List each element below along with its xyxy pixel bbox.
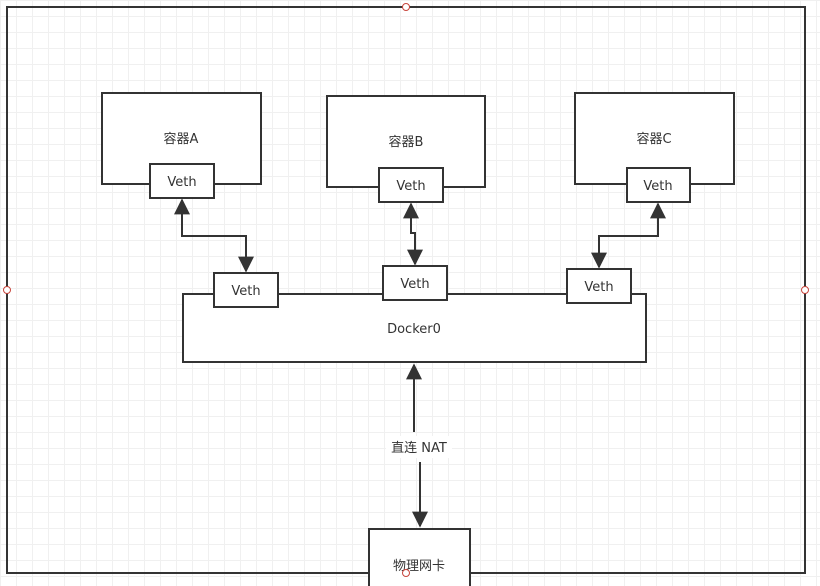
- container-c-veth[interactable]: Veth: [626, 167, 691, 203]
- bridge-veth-3[interactable]: Veth: [566, 268, 632, 304]
- bridge-veth-1-label: Veth: [231, 284, 260, 299]
- nat-label-bg: [386, 436, 452, 458]
- connector-b[interactable]: [403, 202, 423, 266]
- container-a-label: 容器A: [164, 131, 199, 147]
- resize-handle-right[interactable]: [801, 286, 809, 294]
- physical-nic[interactable]: 物理网卡: [368, 528, 471, 586]
- bridge-veth-1[interactable]: Veth: [213, 272, 279, 308]
- container-c-veth-label: Veth: [643, 179, 672, 194]
- container-c-label: 容器C: [636, 131, 671, 147]
- connector-c[interactable]: [591, 202, 666, 269]
- docker0-label: Docker0: [387, 322, 441, 337]
- physical-nic-label: 物理网卡: [393, 559, 445, 574]
- resize-handle-bottom[interactable]: [402, 569, 410, 577]
- container-a-veth[interactable]: Veth: [149, 163, 215, 199]
- nat-link-label: 直连 NAT: [391, 440, 447, 456]
- container-a-veth-label: Veth: [167, 175, 196, 190]
- resize-handle-left[interactable]: [3, 286, 11, 294]
- container-b-veth[interactable]: Veth: [378, 167, 444, 203]
- bridge-veth-3-label: Veth: [584, 280, 613, 295]
- connector-a[interactable]: [174, 198, 254, 273]
- container-b-veth-label: Veth: [396, 179, 425, 194]
- bridge-veth-2[interactable]: Veth: [382, 265, 448, 301]
- resize-handle-top[interactable]: [402, 3, 410, 11]
- container-b-label: 容器B: [389, 134, 424, 150]
- bridge-veth-2-label: Veth: [400, 277, 429, 292]
